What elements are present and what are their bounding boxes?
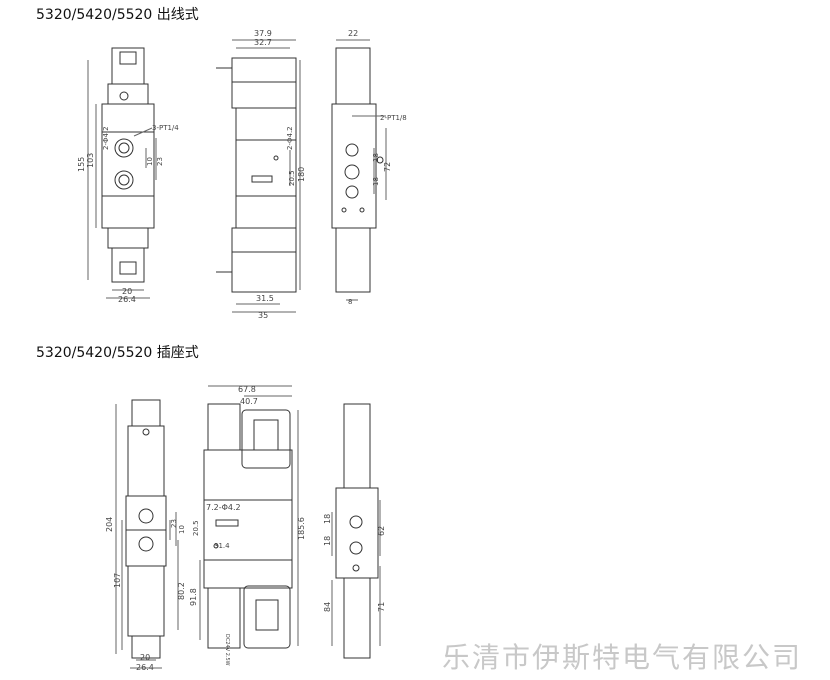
dim-10-b: 10 bbox=[178, 525, 186, 534]
port-hole-label: 2-Φ4.2 bbox=[102, 126, 110, 150]
section-title-socket: 5320/5420/5520 插座式 bbox=[36, 345, 199, 361]
top-side-view bbox=[216, 39, 301, 313]
dim-22: 22 bbox=[348, 29, 358, 38]
dim-23: 23 bbox=[156, 157, 164, 166]
dim-80-2: 80.2 bbox=[177, 582, 186, 600]
dim-18-d: 18 bbox=[323, 536, 332, 546]
dim-72: 72 bbox=[383, 162, 392, 172]
dim-23-b: 23 bbox=[170, 519, 178, 528]
dim-20: 20 bbox=[122, 287, 132, 296]
dim-62: 62 bbox=[377, 526, 386, 536]
company-watermark: 乐清市伊斯特电气有限公司 bbox=[442, 641, 803, 674]
bottom-front-view bbox=[115, 399, 179, 669]
dim-20-5: 20.5 bbox=[288, 170, 296, 186]
coil-label: DC24V 2.5W bbox=[224, 634, 230, 666]
dim-26-4: 26.4 bbox=[118, 295, 136, 304]
dim-32-7: 32.7 bbox=[254, 38, 272, 47]
dim-40-7: 40.7 bbox=[240, 397, 258, 406]
dim-185-6: 185.6 bbox=[297, 517, 306, 540]
top-front-view bbox=[87, 47, 157, 299]
hole-label: 2-Φ4.2 bbox=[286, 126, 294, 150]
dim-107: 107 bbox=[113, 573, 122, 588]
dim-20-5-b: 20.5 bbox=[192, 520, 200, 536]
dim-35: 35 bbox=[258, 311, 268, 320]
dim-10: 10 bbox=[146, 157, 154, 166]
top-back-view bbox=[331, 39, 387, 301]
dim-84: 84 bbox=[323, 602, 332, 612]
dim-8: 8 bbox=[348, 298, 352, 306]
dim-18-c: 18 bbox=[323, 514, 332, 524]
dim-18-a: 18 bbox=[372, 153, 380, 162]
dim-103: 103 bbox=[86, 153, 95, 168]
thread-label-back: 2-PT1/8 bbox=[380, 114, 407, 122]
section-title-outlet: 5320/5420/5520 出线式 bbox=[36, 7, 199, 23]
bottom-side-view bbox=[199, 385, 299, 649]
dim-91-8: 91.8 bbox=[189, 588, 198, 606]
dim-155: 155 bbox=[77, 157, 86, 172]
dim-31-4: 31.4 bbox=[214, 542, 230, 550]
hole-label-b: 7.2-Φ4.2 bbox=[206, 503, 241, 512]
dim-71: 71 bbox=[377, 602, 386, 612]
bottom-back-view bbox=[331, 403, 381, 659]
dim-20-b: 20 bbox=[140, 653, 150, 662]
dim-67-8: 67.8 bbox=[238, 385, 256, 394]
dim-37-9: 37.9 bbox=[254, 29, 272, 38]
dim-26-4-b: 26.4 bbox=[136, 663, 154, 672]
dim-204: 204 bbox=[105, 517, 114, 532]
thread-label: 3-PT1/4 bbox=[152, 124, 179, 132]
dim-180: 180 bbox=[297, 167, 306, 182]
dim-18-b: 18 bbox=[372, 177, 380, 186]
dim-31-5: 31.5 bbox=[256, 294, 274, 303]
